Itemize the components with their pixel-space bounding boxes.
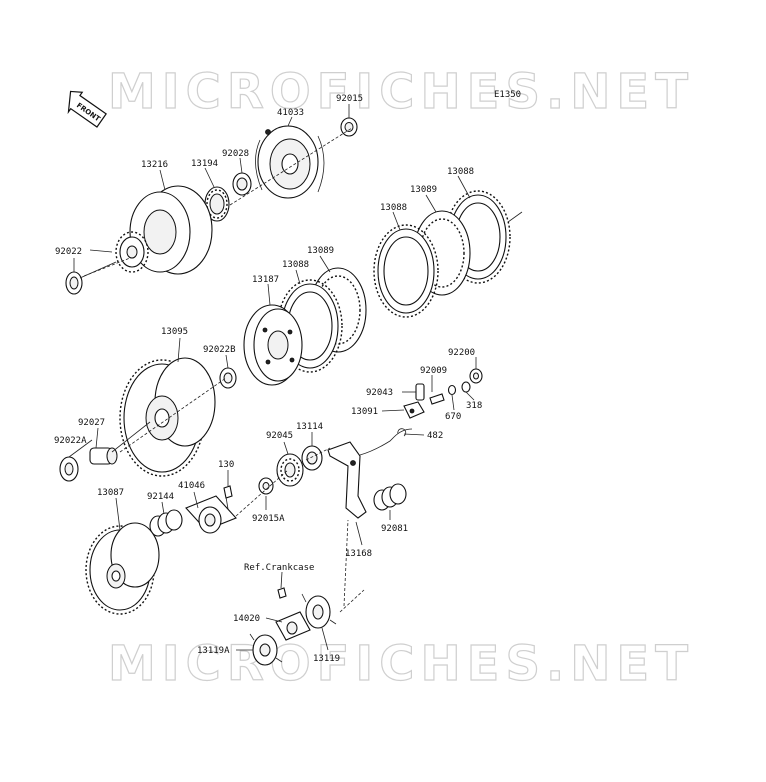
part-318-drawing: [461, 381, 471, 393]
label-41046: 41046: [178, 481, 205, 491]
part-refcrank-drawing: [277, 587, 287, 599]
label-13089-a: 13089: [410, 185, 437, 195]
watermark-bottom: MICROFICHES.NET: [108, 636, 694, 692]
part-92144-drawing: [149, 509, 183, 537]
label-14020: 14020: [233, 614, 260, 624]
part-41033-drawing: [255, 125, 325, 199]
part-92081-drawing: [373, 483, 407, 511]
label-13095: 13095: [161, 327, 188, 337]
part-13095-drawing: [119, 357, 216, 477]
part-92028-drawing: [232, 172, 252, 196]
part-labels: 92015 41033 92028 13194 13216 13088 1308…: [54, 94, 482, 664]
part-13216-drawing: [115, 185, 213, 275]
label-92027: 92027: [78, 418, 105, 428]
label-92144: 92144: [147, 492, 174, 502]
clutch-plates-drawing: [277, 190, 523, 373]
label-92022B: 92022B: [203, 345, 236, 355]
part-482-drawing: [397, 428, 407, 437]
label-92081: 92081: [381, 524, 408, 534]
label-92009: 92009: [420, 366, 447, 376]
part-92027-drawing: [89, 447, 118, 465]
part-92022B-drawing: [219, 367, 237, 389]
part-13114-drawing: [301, 445, 323, 471]
label-482: 482: [427, 431, 443, 441]
part-92200-drawing: [469, 368, 483, 384]
label-92200: 92200: [448, 348, 475, 358]
label-92028: 92028: [222, 149, 249, 159]
part-41046-drawing: [185, 495, 237, 534]
part-92009-drawing: [429, 393, 445, 405]
label-13194: 13194: [191, 159, 218, 169]
label-92045: 92045: [266, 431, 293, 441]
label-13089-b: 13089: [307, 246, 334, 256]
label-41033: 41033: [277, 108, 304, 118]
part-13091-drawing: [403, 401, 425, 419]
label-13114: 13114: [296, 422, 323, 432]
part-13119A-drawing: [249, 633, 283, 666]
label-ref-crankcase: Ref.Crankcase: [244, 563, 314, 573]
watermark-top: MICROFICHES.NET: [108, 64, 694, 120]
part-13168-drawing: [327, 428, 413, 519]
part-130-drawing: [223, 485, 233, 510]
part-14020-drawing: [275, 611, 311, 641]
label-13168: 13168: [345, 549, 372, 559]
part-13119-drawing: [301, 593, 337, 629]
label-13088-b: 13088: [380, 203, 407, 213]
front-arrow-icon: FRONT: [67, 90, 107, 128]
label-13216: 13216: [141, 160, 168, 170]
label-13119: 13119: [313, 654, 340, 664]
part-92043-drawing: [415, 383, 425, 401]
label-92015A: 92015A: [252, 514, 285, 524]
leader-lines: [68, 104, 477, 651]
label-92043: 92043: [366, 388, 393, 398]
part-92015A-drawing: [258, 477, 274, 495]
part-13187-drawing: [243, 304, 303, 386]
label-92022: 92022: [55, 247, 82, 257]
figure-code: E1350: [494, 90, 521, 100]
part-13194-drawing: [204, 186, 230, 222]
part-92045-drawing: [276, 453, 304, 487]
label-92022A: 92022A: [54, 436, 87, 446]
label-13087: 13087: [97, 488, 124, 498]
label-670: 670: [445, 412, 461, 422]
label-318: 318: [466, 401, 482, 411]
label-13088-a: 13088: [447, 167, 474, 177]
part-92022A-drawing: [59, 456, 79, 482]
label-13119A: 13119A: [197, 646, 230, 656]
label-13091: 13091: [351, 407, 378, 417]
label-13187: 13187: [252, 275, 279, 285]
label-130: 130: [218, 460, 234, 470]
part-670-drawing: [447, 384, 457, 396]
label-13088-c: 13088: [282, 260, 309, 270]
label-92015: 92015: [336, 94, 363, 104]
part-92015-drawing: [340, 117, 358, 137]
part-92022-drawing: [65, 271, 83, 295]
part-13087-drawing: [85, 522, 160, 615]
